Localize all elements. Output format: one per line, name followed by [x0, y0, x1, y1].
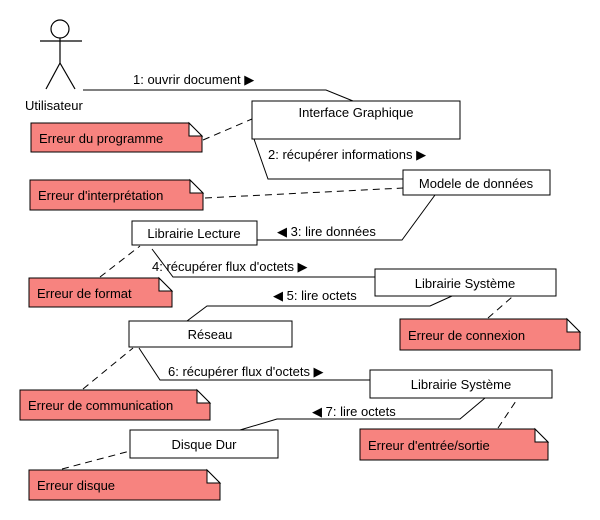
box-interface-graphique[interactable]: Interface Graphique [251, 100, 461, 140]
message-7-label: ◀ 7: lire octets [312, 404, 396, 419]
box-reseau[interactable]: Réseau [128, 320, 293, 348]
note-erreur-de-communication-label: Erreur de communication [28, 398, 173, 413]
note-erreur-du-programme-label: Erreur du programme [39, 131, 163, 146]
message-3-label: ◀ 3: lire données [277, 224, 376, 239]
connector-interpretation-modele [204, 187, 404, 199]
box-librairie-systeme-2-label: Librairie Système [411, 377, 511, 392]
box-librairie-lecture[interactable]: Librairie Lecture [131, 220, 258, 246]
connector-communication-reseau [82, 347, 134, 390]
note-erreur-interpretation-label: Erreur d'interprétation [38, 188, 163, 203]
note-erreur-du-programme[interactable]: Erreur du programme [30, 121, 204, 153]
actor-leg-left [45, 62, 61, 90]
connector-programme-interface [202, 118, 253, 141]
box-modele-de-donnees[interactable]: Modele de données [402, 169, 551, 196]
note-erreur-entree-sortie-label: Erreur d'entrée/sortie [368, 438, 490, 453]
link-3-modele-lecture [257, 194, 436, 241]
connector-entree-sortie-systeme2 [497, 397, 519, 429]
box-disque-dur-label: Disque Dur [171, 437, 237, 452]
connector-disque-disquedur [61, 450, 131, 470]
message-2-label: 2: récupérer informations ▶ [268, 147, 426, 162]
note-erreur-de-connexion-label: Erreur de connexion [408, 328, 525, 343]
note-erreur-disque[interactable]: Erreur disque [28, 468, 222, 501]
box-interface-graphique-label: Interface Graphique [299, 105, 414, 120]
note-fold-icon [189, 178, 205, 194]
message-1-label: 1: ouvrir document ▶ [133, 72, 254, 87]
note-fold-icon [534, 427, 550, 443]
note-erreur-de-communication[interactable]: Erreur de communication [19, 388, 212, 421]
actor-label: Utilisateur [25, 98, 83, 113]
box-disque-dur[interactable]: Disque Dur [129, 429, 279, 459]
note-erreur-de-format[interactable]: Erreur de format [28, 276, 174, 308]
note-fold-icon [158, 276, 174, 292]
note-fold-icon [206, 468, 222, 484]
note-erreur-de-connexion[interactable]: Erreur de connexion [399, 317, 582, 351]
box-librairie-systeme-1[interactable]: Librairie Système [374, 268, 557, 297]
note-erreur-entree-sortie[interactable]: Erreur d'entrée/sortie [359, 427, 550, 461]
box-modele-de-donnees-label: Modele de données [419, 176, 534, 191]
link-1-user-interface [83, 89, 354, 102]
note-erreur-disque-label: Erreur disque [37, 478, 115, 493]
box-reseau-label: Réseau [188, 327, 233, 342]
actor-utilisateur[interactable]: Utilisateur [25, 19, 83, 113]
note-erreur-de-format-label: Erreur de format [37, 286, 132, 301]
box-librairie-systeme-1-label: Librairie Système [415, 276, 515, 291]
note-fold-icon [196, 388, 212, 404]
message-5-label: ◀ 5: lire octets [273, 288, 357, 303]
connector-connexion-systeme1 [487, 296, 513, 319]
actor-head [50, 19, 70, 39]
link-6-reseau-systeme2 [138, 347, 370, 381]
actor-leg-right [59, 62, 76, 90]
link-7-disque-systeme2 [239, 397, 486, 431]
link-5-reseau-systeme1 [186, 295, 453, 322]
link-4-lecture-systeme1 [151, 248, 375, 278]
box-librairie-systeme-2[interactable]: Librairie Système [369, 369, 553, 399]
note-fold-icon [188, 121, 204, 137]
note-fold-icon [566, 317, 582, 333]
message-6-label: 6: récupérer flux d'octets ▶ [168, 364, 324, 379]
note-erreur-interpretation[interactable]: Erreur d'interprétation [29, 178, 205, 211]
box-librairie-lecture-label: Librairie Lecture [147, 226, 240, 241]
message-4-label: 4: récupérer flux d'octets ▶ [152, 259, 308, 274]
link-2-interface-modele [253, 138, 403, 180]
connector-format-lecture [99, 245, 141, 278]
